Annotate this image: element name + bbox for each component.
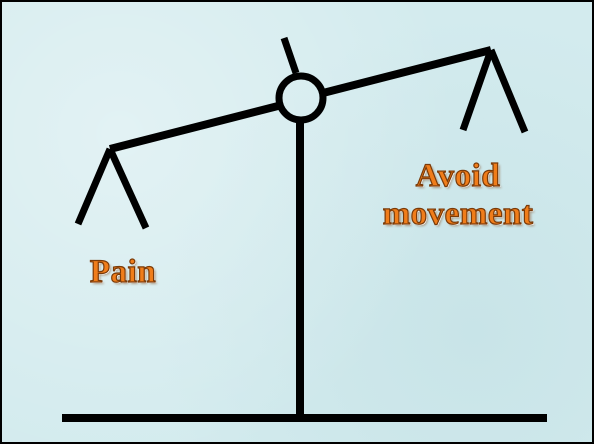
scale-beam-right (323, 50, 491, 93)
right-pan-label: Avoid movement (358, 157, 558, 233)
right-pan-label-line2: movement (358, 195, 558, 233)
right-hanger-inner (491, 50, 525, 132)
right-pan-label-line1: Avoid (358, 157, 558, 195)
scale-knob (284, 38, 296, 73)
left-hanger-inner (110, 149, 146, 228)
left-pan-label: Pain (68, 253, 178, 291)
right-hanger-outer (463, 50, 491, 130)
scale-pivot (279, 76, 323, 120)
scale-beam-left (110, 106, 278, 149)
left-hanger-outer (78, 149, 110, 224)
